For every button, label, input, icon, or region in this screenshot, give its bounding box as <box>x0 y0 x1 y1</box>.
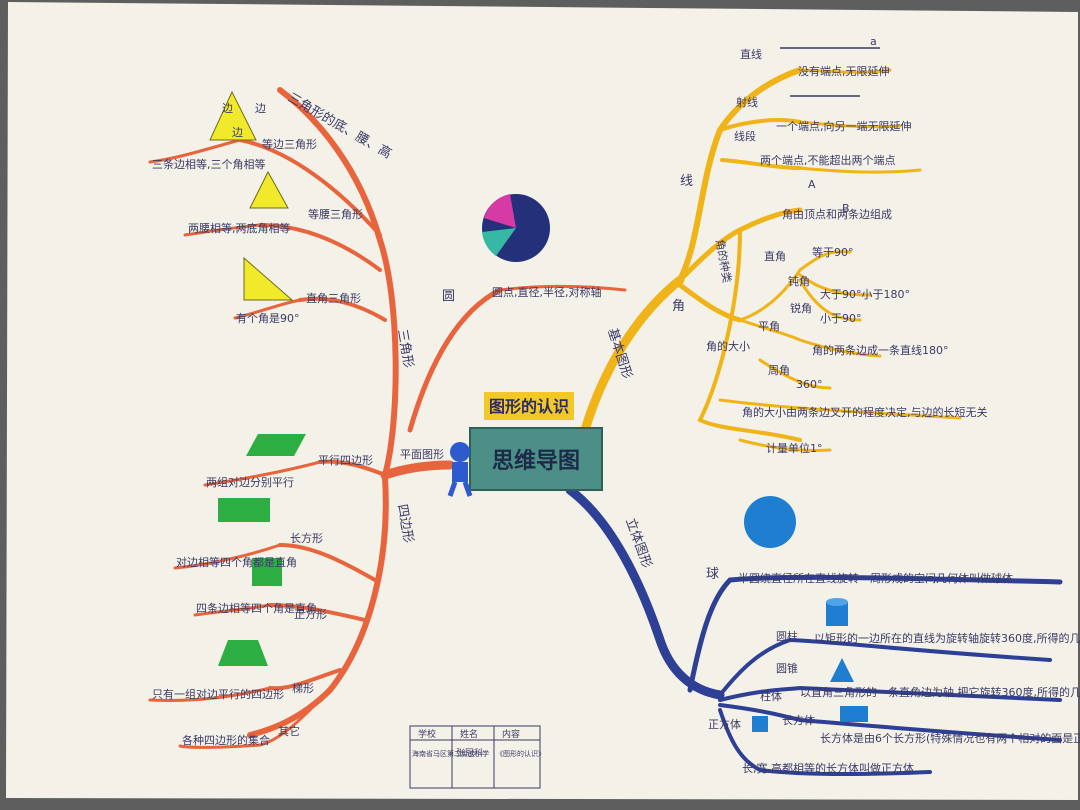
rectangle-label: 长方形 <box>290 531 323 545</box>
isosceles-desc: 两腰相等,两底角相等 <box>188 221 291 235</box>
square-label: 正方形 <box>294 607 327 621</box>
straight-angle-desc: 角的两条边成一条直线180° <box>812 343 949 357</box>
plane-figure-label: 平面图形 <box>400 448 444 461</box>
trapezoid-label: 梯形 <box>292 682 314 695</box>
cube-label: 正方体 <box>708 717 741 731</box>
ray-desc: 一个端点,向另一端无限延伸 <box>776 119 912 133</box>
parallelogram-desc: 两组对边分别平行 <box>206 475 294 489</box>
right-angle-desc: 等于90° <box>812 245 854 259</box>
cuboid-label: 长方体 <box>782 713 815 727</box>
rectangle-shape <box>218 498 270 522</box>
right-triangle-label: 直角三角形 <box>306 291 361 305</box>
table-header-name: 姓名 <box>460 728 478 740</box>
cone-desc: 以直角三角形的一条直角边为轴,把它旋转360度,所得的几何体叫做圆锥 <box>800 685 1080 699</box>
round-angle-label: 周角 <box>768 364 790 377</box>
angle-measure-label: 计量单位1° <box>766 441 823 455</box>
cube-desc: 长,宽,高都相等的长方体叫做正方体 <box>742 761 914 775</box>
obtuse-angle-label: 钝角 <box>788 274 810 288</box>
segment-desc: 两个端点,不能超出两个端点 <box>760 153 896 167</box>
line-branch-label: 线 <box>680 174 693 189</box>
info-table: 学校 姓名 内容 海南省马区第二实验小学 张冠科 《图形的认识》 <box>409 725 545 789</box>
cuboid-shape <box>840 706 868 722</box>
angle-size-label: 角的大小 <box>706 339 750 353</box>
table-cell-name: 张冠科 <box>456 747 483 759</box>
right-angle-label: 直角 <box>764 249 786 263</box>
angle-letter-A: A <box>808 178 816 191</box>
isosceles-label: 等腰三角形 <box>308 207 363 221</box>
right-triangle-desc: 有个角是90° <box>236 311 300 325</box>
table-header-school: 学校 <box>418 728 436 740</box>
quad-branch-label: 四边形 <box>394 503 416 544</box>
circle-desc: 圆点,直径,半径,对称轴 <box>492 285 602 299</box>
square-shape <box>252 558 282 586</box>
table-cell-content: 《图形的认识》 <box>496 749 545 758</box>
stick-figure-icon <box>447 442 473 497</box>
parallelogram-shape <box>246 434 306 456</box>
sphere-label: 球 <box>706 567 719 582</box>
other-desc: 各种四边形的集合 <box>182 733 270 747</box>
cube-shape <box>752 716 768 732</box>
cone-label: 圆锥 <box>776 662 798 675</box>
acute-angle-desc: 小于90° <box>820 312 862 325</box>
circle-label: 圆 <box>442 289 455 304</box>
right-top-branch-lines <box>580 67 962 452</box>
angle-compose-label: 角由顶点和两条边组成 <box>782 207 892 221</box>
apex-label-1: 边 <box>222 102 233 115</box>
obtuse-angle-desc: 大于90°小于180° <box>820 287 910 301</box>
straight-line-desc: 没有端点,无限延伸 <box>798 64 890 78</box>
sphere-desc: 半圆绕直径所在直线旋转一周形成的空间几何体叫做球体 <box>738 571 1013 585</box>
rectangle-desc: 对边相等四个角都是直角 <box>176 555 297 569</box>
square-desc: 四条边相等四个角是直角 <box>196 601 317 615</box>
round-angle-desc: 360° <box>796 378 823 391</box>
cylinder-desc: 以矩形的一边所在的直线为旋转轴旋转360度,所得的几何体叫做圆柱。 <box>814 631 1080 645</box>
trapezoid-shape <box>218 640 268 666</box>
angle-size-desc: 角的大小由两条边叉开的程度决定,与边的长短无关 <box>742 405 988 419</box>
sphere-shape <box>744 496 796 548</box>
other-label: 其它 <box>278 724 300 738</box>
cuboid-desc: 长方体是由6个长方形(特殊情况也有两个相对的面是正方形)围成的立体图形 <box>820 731 1080 745</box>
isosceles-triangle-shape <box>249 170 289 209</box>
left-branch-lines <box>148 87 627 749</box>
equilateral-label: 等边三角形 <box>262 137 317 151</box>
cylinder-label: 圆柱 <box>776 629 798 643</box>
trapezoid-desc: 只有一组对边平行的四边形 <box>152 687 284 701</box>
segment-label: 线段 <box>734 129 756 143</box>
angle-branch-label: 角 <box>672 299 685 314</box>
equilateral-triangle-shape <box>209 90 257 141</box>
angle-letter-B: B <box>842 202 850 215</box>
center-subtitle: 图形的认识 <box>489 397 569 416</box>
straight-line-label: 直线 <box>740 47 762 61</box>
apex-label-3: 边 <box>232 126 243 139</box>
parallelogram-label: 平行四边形 <box>318 454 373 467</box>
line-letter-a: a <box>870 35 877 48</box>
right-triangle-shape <box>243 256 294 301</box>
equilateral-desc: 三条边相等,三个角相等 <box>152 157 266 171</box>
table-header-content: 内容 <box>502 728 520 740</box>
right-bottom-branch-lines <box>565 485 1063 777</box>
apex-label-2: 边 <box>255 102 266 115</box>
cone-shape <box>830 658 854 682</box>
center-title: 思维导图 <box>492 448 580 474</box>
straight-angle-label: 平角 <box>758 320 780 333</box>
acute-angle-label: 锐角 <box>790 301 812 315</box>
prism-label: 柱体 <box>760 689 782 703</box>
center-title-box <box>469 427 603 491</box>
center-subtitle-badge <box>484 392 574 420</box>
table-cell-school: 海南省马区第二实验小学 <box>412 749 489 758</box>
ray-label: 射线 <box>736 95 758 109</box>
cylinder-shape <box>826 598 848 626</box>
circle-pie-shape <box>482 194 550 262</box>
triangle-branch-label: 三角形 <box>394 328 416 369</box>
